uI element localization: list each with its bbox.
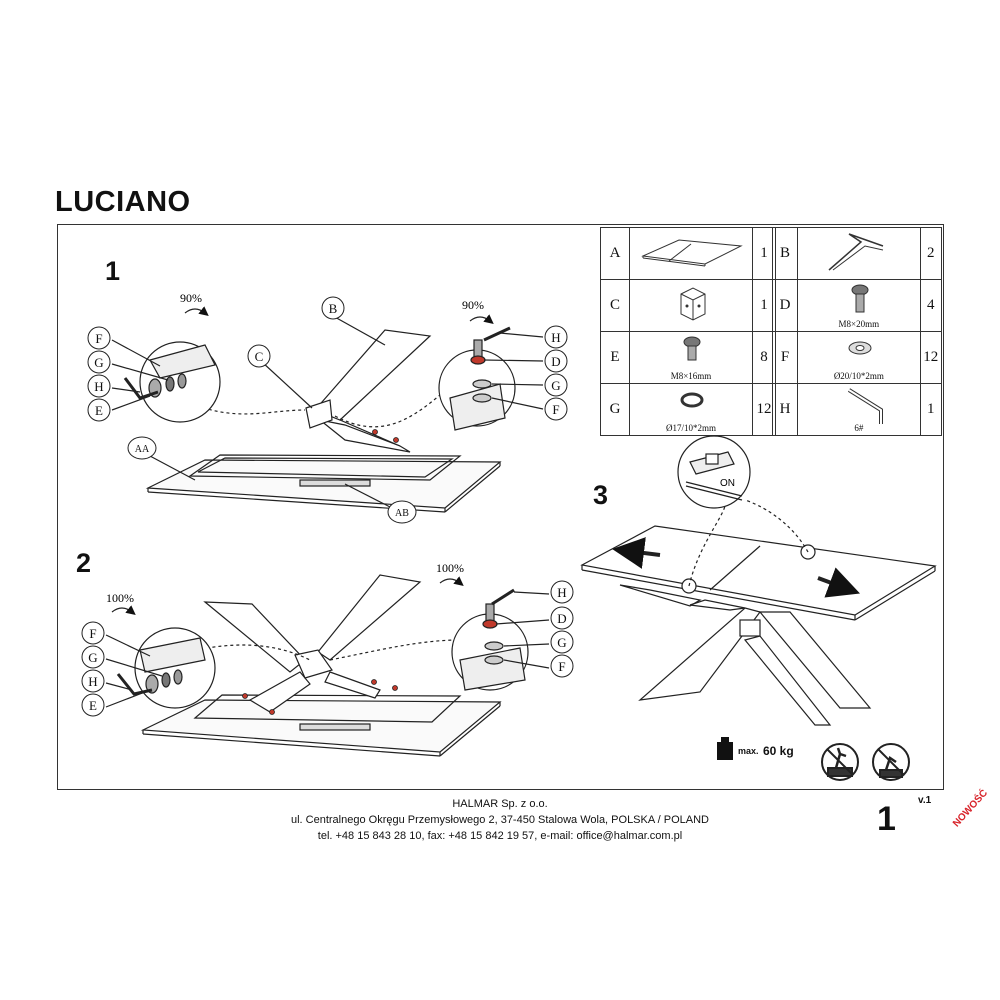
part-dim-f: Ø20/10*2mm	[833, 371, 884, 381]
max-weight-label: max.	[738, 746, 759, 756]
s1-rotation-left: 90%	[180, 291, 202, 305]
step-number-2: 2	[76, 548, 92, 578]
s2-callout-g: G	[88, 650, 97, 665]
footer-company: HALMAR Sp. z o.o.	[452, 798, 548, 810]
s1-callout-e: E	[95, 403, 103, 418]
version-label: v.1	[918, 795, 932, 806]
connector-block-icon	[680, 287, 706, 321]
s1-callout-g: G	[94, 355, 103, 370]
s3-switch-on-label: ON	[720, 478, 735, 489]
hex-key-icon	[847, 388, 883, 424]
max-weight-value: 60 kg	[763, 744, 794, 758]
part-image-g: Ø17/10*2mm	[629, 383, 753, 436]
part-image-a	[629, 227, 753, 280]
part-dim-h: 6#	[854, 423, 864, 433]
s2-callout-g-right: G	[557, 635, 566, 650]
part-label-d: D	[771, 279, 799, 332]
step-3-illustration	[580, 435, 937, 726]
spring-washer-icon	[680, 392, 704, 408]
step-1-illustration	[111, 306, 544, 513]
part-label-g: G	[600, 383, 630, 436]
s1-callout-aa: AA	[135, 444, 150, 455]
screw-m8x20-icon	[851, 284, 869, 313]
page-number: 1	[877, 800, 896, 838]
part-image-f: Ø20/10*2mm	[797, 331, 921, 384]
s1-callout-h: H	[94, 379, 103, 394]
part-row-a: A 1	[600, 227, 776, 280]
s2-callout-d: D	[557, 611, 566, 626]
instruction-frame	[57, 224, 944, 790]
part-row-f: F Ø20/10*2mm 12	[771, 331, 943, 384]
no-standing-icon	[821, 743, 859, 781]
s2-callout-e: E	[89, 698, 97, 713]
document-title: LUCIANO	[55, 186, 191, 218]
footer-contact: tel. +48 15 843 28 10, fax: +48 15 842 1…	[317, 830, 683, 842]
part-row-g: G Ø17/10*2mm 12	[600, 383, 776, 436]
part-image-e: M8×16mm	[629, 331, 753, 384]
leg-frame-icon	[828, 233, 884, 271]
s1-callout-ab: AB	[395, 508, 409, 519]
part-qty-d: 4	[919, 279, 943, 332]
no-sitting-icon	[872, 743, 910, 781]
part-image-h: 6#	[797, 383, 921, 436]
step-number-1: 1	[105, 256, 121, 286]
part-label-h: H	[771, 383, 799, 436]
part-label-e: E	[600, 331, 630, 384]
s2-rotation-right: 100%	[436, 561, 464, 575]
parts-list: A 1 C 1	[600, 227, 943, 436]
s1-callout-f-right: F	[552, 402, 559, 417]
part-row-e: E M8×16mm 8	[600, 331, 776, 384]
s2-rotation-left: 100%	[106, 591, 134, 605]
weight-icon	[717, 737, 733, 760]
s1-callout-g-right: G	[551, 378, 560, 393]
s1-callout-h-right: H	[551, 330, 560, 345]
part-dim-d: M8×20mm	[838, 319, 880, 329]
s1-callout-f: F	[95, 331, 102, 346]
s1-callout-c: C	[255, 349, 264, 364]
footer-address: ul. Centralnego Okręgu Przemysłowego 2, …	[290, 814, 709, 826]
part-qty-h: 1	[919, 383, 943, 436]
glass-top-icon	[641, 239, 743, 267]
s2-callout-f: F	[89, 626, 96, 641]
s2-callout-f-right: F	[558, 659, 565, 674]
step-2-illustration	[105, 574, 550, 757]
part-row-h: H 6# 1	[771, 383, 943, 436]
part-dim-g: Ø17/10*2mm	[665, 423, 716, 433]
flat-washer-icon	[848, 341, 872, 355]
screw-m8x16-icon	[683, 336, 701, 361]
step-number-3: 3	[593, 480, 609, 510]
s1-rotation-right: 90%	[462, 298, 484, 312]
s2-callout-h-right: H	[557, 585, 566, 600]
part-qty-f: 12	[919, 331, 943, 384]
part-dim-e: M8×16mm	[670, 371, 712, 381]
s2-callout-h: H	[88, 674, 97, 689]
s1-callout-d: D	[551, 354, 560, 369]
s1-callout-b: B	[329, 301, 338, 316]
parts-table-left: A 1 C 1	[600, 227, 776, 436]
part-qty-b: 2	[919, 227, 943, 280]
part-row-b: B 2	[771, 227, 943, 280]
parts-table-right: B 2 D M8×20mm 4 F	[771, 227, 943, 436]
